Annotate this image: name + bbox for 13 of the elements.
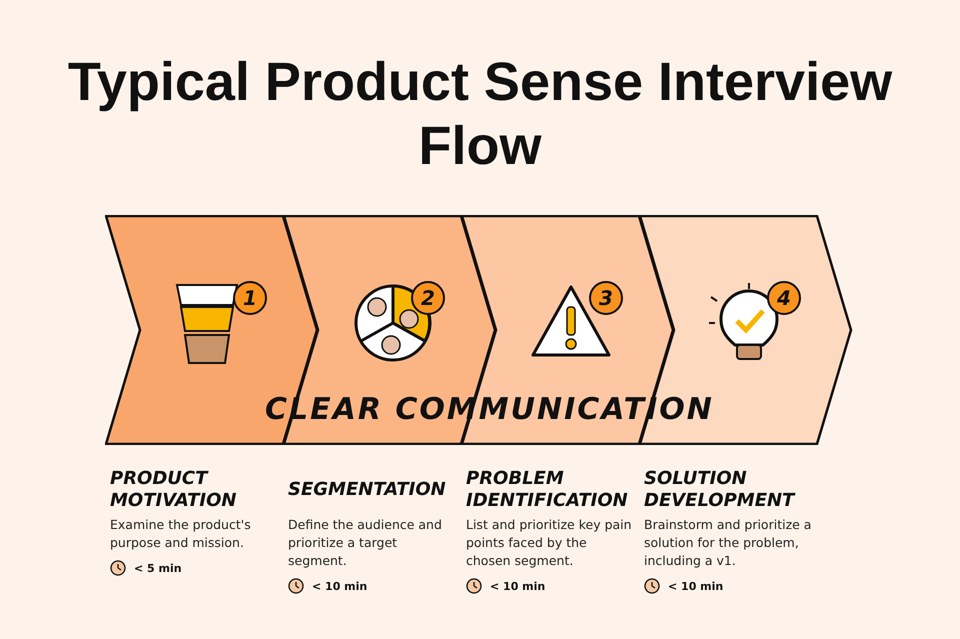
step-description: Brainstorm and prioritize a solution for the problem, including a v1. (644, 516, 812, 570)
duration-text: < 5 min (134, 562, 182, 574)
step-heading: SEGMENTATION (288, 479, 446, 501)
step-heading: SOLUTION DEVELOPMENT (644, 468, 796, 512)
title: Typical Product Sense Interview Flow (66, 51, 894, 178)
step-description: Examine the product's purpose and mission. (110, 516, 252, 552)
step-heading: PROBLEM IDENTIFICATION (466, 468, 629, 512)
step-description: Define the audience and prioritize a target segment. (288, 516, 443, 570)
duration-text: < 10 min (490, 580, 546, 592)
duration-text: < 10 min (312, 580, 368, 592)
duration-text: < 10 min (668, 580, 724, 592)
step-heading: PRODUCT MOTIVATION (110, 468, 238, 512)
step-description: List and prioritize key pain points faced by the chosen segment. (466, 516, 633, 570)
